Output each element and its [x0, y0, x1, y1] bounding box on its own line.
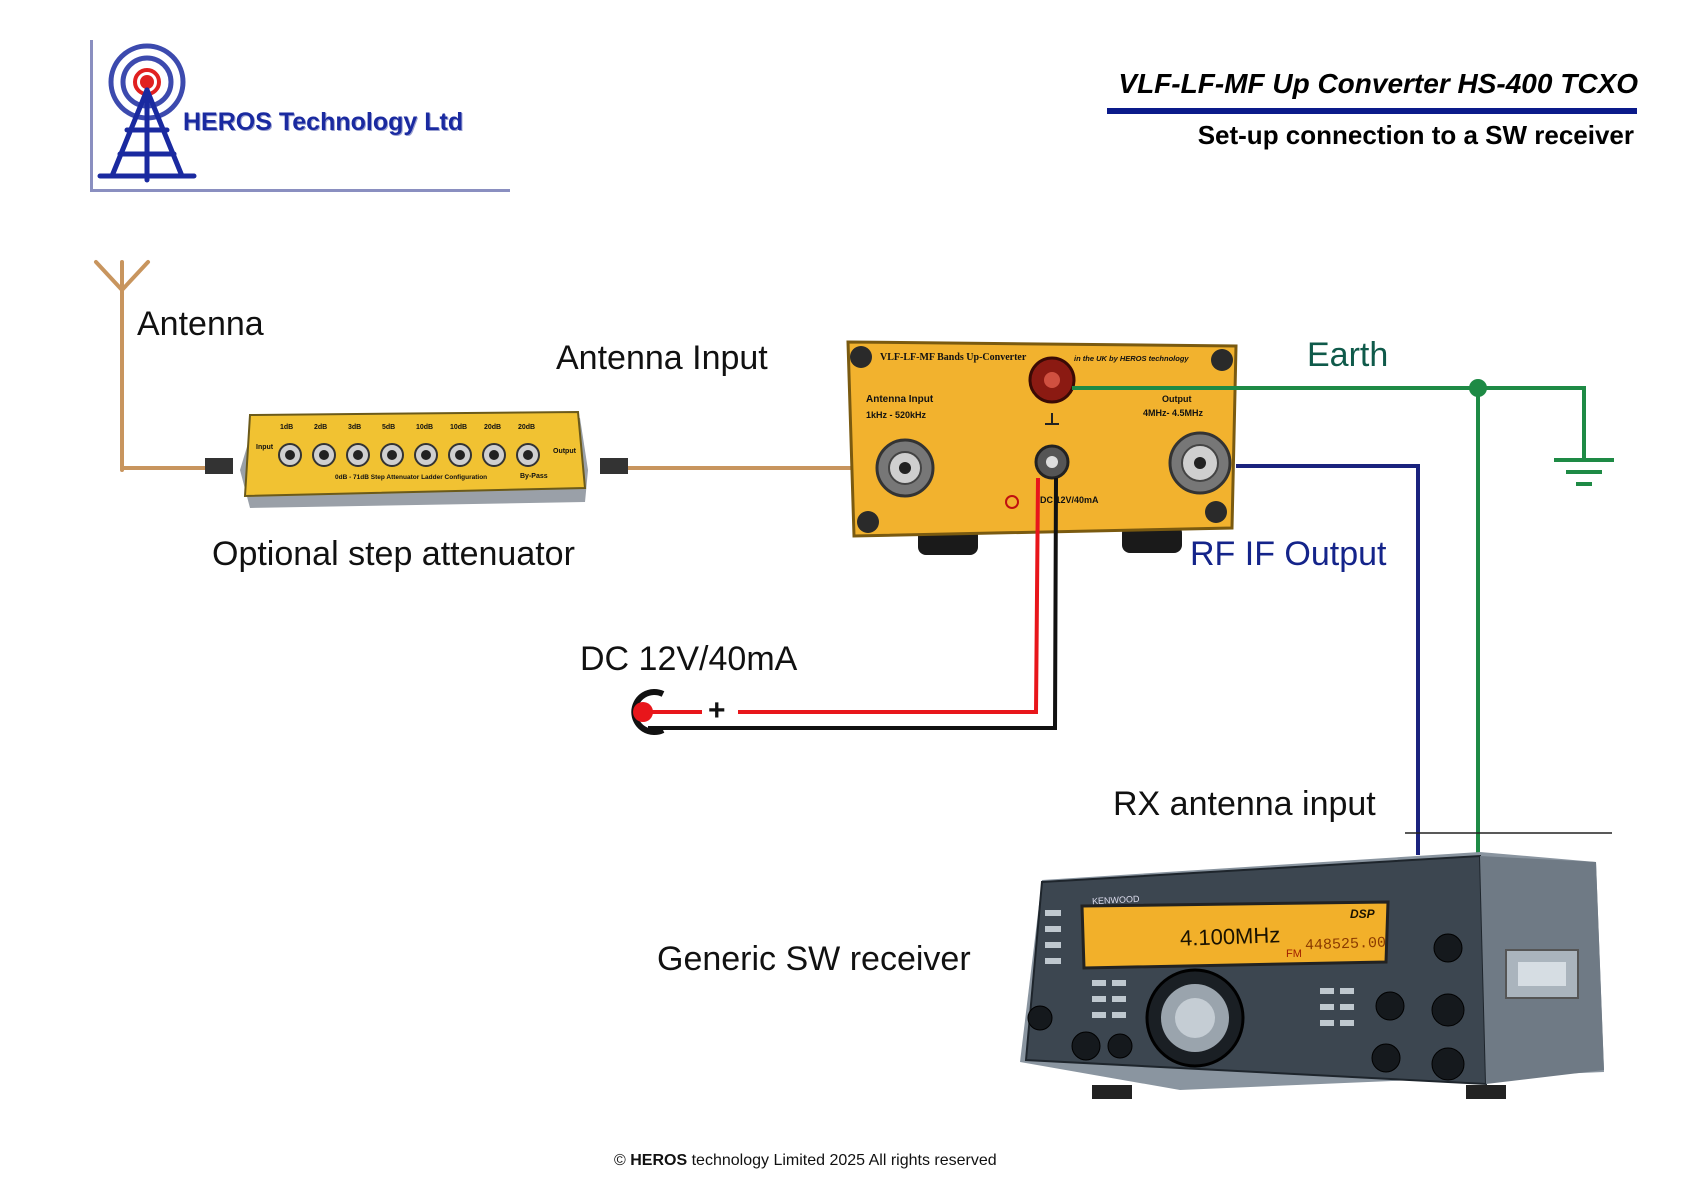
dc-positive-wire: [738, 477, 1040, 714]
attenuator-bypass: By-Pass: [520, 473, 548, 480]
dc-plug-icon: [631, 689, 665, 735]
attenuator-step-label: 5dB: [382, 424, 396, 431]
footer-text: technology Limited 2025 All rights reser…: [691, 1152, 997, 1169]
converter-top-text-right: in the UK by HEROS technology: [1074, 354, 1189, 363]
receiver-mode: FM: [1286, 948, 1302, 960]
label-dc-plus: +: [708, 694, 726, 727]
receiver-frequency-main: 4.100MHz: [1179, 922, 1281, 951]
logo-red-dot: [140, 75, 154, 89]
converter-output-label: Output: [1162, 394, 1192, 404]
tower-icon: [97, 87, 197, 183]
copyright-symbol: ©: [614, 1152, 626, 1169]
attenuator-input-label: Input: [256, 444, 274, 451]
up-converter-image: [846, 340, 1238, 555]
copyright-footer: © HEROS technology Limited 2025 All righ…: [614, 1152, 997, 1170]
receiver-frequency-sub: 448525.00: [1304, 934, 1387, 955]
title-rule: [1107, 108, 1637, 114]
label-rx-antenna-input: RX antenna input: [1113, 785, 1376, 823]
antenna-icon: [94, 260, 150, 472]
converter-top-text: VLF-LF-MF Bands Up-Converter: [880, 352, 1027, 363]
attenuator-step-label: 1dB: [280, 424, 294, 431]
attenuator-switch-lever-icon: [285, 450, 295, 460]
label-rf-if-output: RF IF Output: [1190, 535, 1387, 573]
label-antenna-input: Antenna Input: [556, 339, 768, 377]
rf-output-wire: [1236, 464, 1420, 855]
attenuator-switch-lever-icon: [421, 450, 431, 460]
step-attenuator-image: [205, 410, 628, 508]
attenuator-output-label: Output: [553, 448, 576, 455]
attenuator-switch-lever-icon: [489, 450, 499, 460]
attenuator-switch-lever-icon: [455, 450, 465, 460]
converter-input-range: 1kHz - 520kHz: [866, 410, 927, 420]
receiver-dsp-badge: DSP: [1350, 907, 1375, 921]
label-generic-receiver: Generic SW receiver: [657, 940, 971, 978]
attenuator-step-label: 10dB: [416, 424, 434, 431]
attenuator-step-label: 3dB: [348, 424, 362, 431]
footer-brand: HEROS: [630, 1152, 688, 1169]
attenuator-bottom-text: 0dB - 71dB Step Attenuator Ladder Config…: [335, 474, 488, 481]
converter-dc-label: DC 12V/40mA: [1040, 495, 1099, 505]
dc-negative-wire: [648, 477, 1058, 730]
label-earth: Earth: [1307, 336, 1389, 374]
converter-output-range: 4MHz- 4.5MHz: [1143, 408, 1204, 418]
label-antenna: Antenna: [137, 305, 264, 343]
page-subtitle: Set-up connection to a SW receiver: [1197, 120, 1634, 150]
earth-wire: [1072, 386, 1586, 860]
attenuator-step-label: 20dB: [484, 424, 502, 431]
label-dc-supply: DC 12V/40mA: [580, 640, 798, 678]
attenuator-step-label: 20dB: [518, 424, 536, 431]
page-title: VLF-LF-MF Up Converter HS-400 TCXO: [1118, 68, 1638, 99]
sw-receiver-image: [1020, 852, 1604, 1099]
company-name: HEROS Technology Ltd: [183, 108, 464, 136]
attenuator-step-label: 2dB: [314, 424, 328, 431]
attenuator-switch-lever-icon: [353, 450, 363, 460]
company-logo: [90, 40, 510, 192]
attenuator-switch-lever-icon: [387, 450, 397, 460]
converter-input-label: Antenna Input: [866, 394, 934, 405]
ground-symbol-icon: [1554, 458, 1614, 486]
attenuator-switch-lever-icon: [319, 450, 329, 460]
earth-junction-dot: [1469, 379, 1487, 397]
attenuator-step-label: 10dB: [450, 424, 468, 431]
attenuator-switch-lever-icon: [523, 450, 533, 460]
label-optional-attenuator: Optional step attenuator: [212, 535, 575, 573]
